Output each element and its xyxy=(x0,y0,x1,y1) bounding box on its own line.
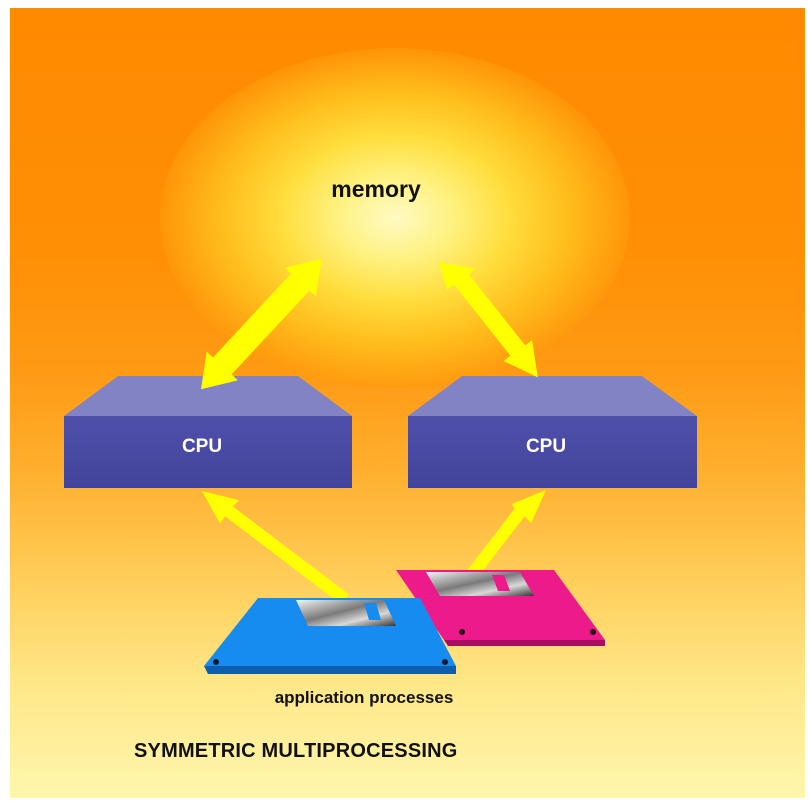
diagram-caption: SYMMETRIC MULTIPROCESSING xyxy=(134,740,458,762)
floppy-disk-blue-slot xyxy=(364,603,381,620)
cpu-block-2-front xyxy=(408,416,697,488)
arrow-process-cpu1 xyxy=(202,491,349,605)
double-arrow-memory-cpu1 xyxy=(201,258,322,390)
floppy-disk-icon-blue xyxy=(204,598,456,674)
floppy-disk-blue-hole-1 xyxy=(213,659,219,665)
cpu-block-1-front xyxy=(64,416,352,488)
floppy-disk-magenta-edge xyxy=(444,640,605,646)
floppy-disk-magenta-shutter xyxy=(426,572,534,596)
arrow-process-cpu2 xyxy=(466,490,546,580)
floppy-disk-magenta-hole-2 xyxy=(590,629,596,635)
floppy-disk-blue-shutter xyxy=(296,600,396,626)
floppy-disk-magenta-slot xyxy=(492,575,510,591)
floppy-disk-blue-body xyxy=(204,598,456,666)
floppy-disk-blue-hole-2 xyxy=(442,659,448,665)
floppy-disk-blue-edge xyxy=(204,666,456,674)
application-processes-label: application processes xyxy=(274,688,454,707)
floppy-disk-magenta-hole-1 xyxy=(459,629,465,635)
memory-label: memory xyxy=(331,176,421,202)
cpu-label-1: CPU xyxy=(181,436,223,457)
cpu-block-1 xyxy=(64,376,352,488)
double-arrow-memory-cpu2 xyxy=(438,262,538,378)
floppy-disk-icon-magenta xyxy=(396,570,605,646)
cpu-block-2 xyxy=(408,376,697,488)
cpu-block-1-top xyxy=(64,376,352,416)
cpu-block-2-top xyxy=(408,376,697,416)
cpu-label-2: CPU xyxy=(525,436,567,457)
